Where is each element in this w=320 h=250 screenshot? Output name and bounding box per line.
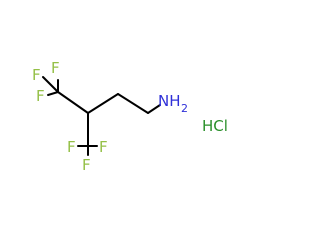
amine-subscript: 2 (181, 102, 188, 115)
bond-cf3top-f1 (42, 76, 59, 93)
molecule-diagram: F F F F F F NH 2 HCl (32, 59, 228, 174)
fluorine-atom-1: F (32, 66, 41, 84)
bond-c2-c3 (87, 93, 119, 114)
fluorine-atom-5: F (99, 138, 108, 156)
bond-c4-n (147, 104, 161, 114)
fluorine-atom-4: F (67, 138, 76, 156)
fluorine-atom-2: F (36, 87, 45, 105)
bond-c3-c4 (117, 93, 149, 114)
fluorine-atom-3: F (51, 59, 60, 77)
amine-label: NH (158, 92, 181, 110)
bond-group (42, 76, 161, 156)
hcl-salt-label: HCl (202, 117, 228, 135)
bond-cf3top-c2 (57, 91, 89, 114)
structure-canvas: F F F F F F NH 2 HCl (32, 59, 228, 174)
fluorine-atom-6: F (82, 156, 91, 174)
bond-cf3top-f2 (47, 91, 59, 96)
